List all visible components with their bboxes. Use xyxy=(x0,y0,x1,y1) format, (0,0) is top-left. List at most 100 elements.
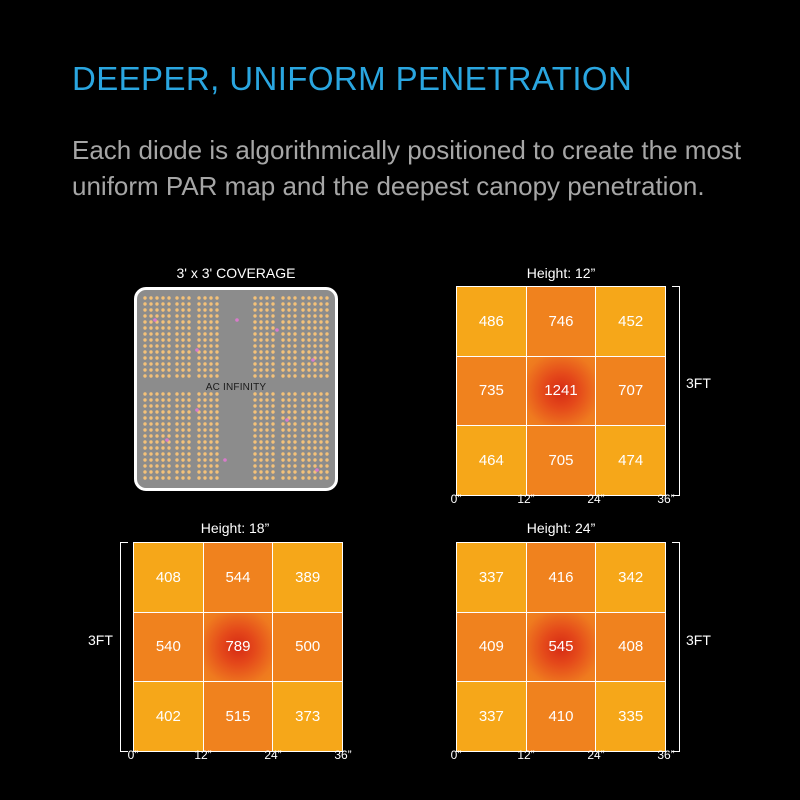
led-diode xyxy=(209,350,213,354)
led-diode xyxy=(325,344,329,348)
led-diode xyxy=(175,314,179,318)
led-diode xyxy=(143,356,147,360)
led-diode xyxy=(161,344,165,348)
led-diode xyxy=(259,476,263,480)
led-diode xyxy=(271,308,275,312)
led-diode xyxy=(259,308,263,312)
led-diode xyxy=(281,314,285,318)
par-cell-r1-c0: 409 xyxy=(457,612,526,682)
led-diode xyxy=(253,440,257,444)
led-diode xyxy=(271,470,275,474)
led-diode xyxy=(253,326,257,330)
uv-diode xyxy=(315,468,319,472)
led-diode xyxy=(293,356,297,360)
led-diode xyxy=(293,428,297,432)
led-diode xyxy=(161,356,165,360)
led-diode xyxy=(187,470,191,474)
led-diode xyxy=(293,416,297,420)
led-diode xyxy=(209,464,213,468)
led-diode xyxy=(175,410,179,414)
uv-diode xyxy=(311,358,315,362)
led-diode xyxy=(287,308,291,312)
led-diode xyxy=(175,350,179,354)
led-diode xyxy=(175,434,179,438)
led-diode xyxy=(203,398,207,402)
led-diode xyxy=(307,422,311,426)
led-diode xyxy=(197,428,201,432)
led-diode xyxy=(301,410,305,414)
led-diode xyxy=(181,362,185,366)
led-diode xyxy=(203,446,207,450)
led-diode xyxy=(187,446,191,450)
led-diode xyxy=(175,308,179,312)
led-diode xyxy=(181,374,185,378)
led-diode xyxy=(187,476,191,480)
led-diode xyxy=(167,476,171,480)
led-diode xyxy=(215,398,219,402)
led-diode xyxy=(301,392,305,396)
led-diode xyxy=(167,314,171,318)
led-diode xyxy=(307,464,311,468)
led-diode xyxy=(155,308,159,312)
height-bracket xyxy=(120,542,128,752)
led-diode xyxy=(271,446,275,450)
led-diode xyxy=(271,392,275,396)
led-diode xyxy=(265,434,269,438)
led-diode xyxy=(253,428,257,432)
led-diode xyxy=(259,314,263,318)
led-diode xyxy=(203,302,207,306)
led-diode xyxy=(281,428,285,432)
led-diode xyxy=(187,416,191,420)
led-diode xyxy=(181,308,185,312)
led-diode xyxy=(175,422,179,426)
led-diode xyxy=(307,314,311,318)
led-diode xyxy=(167,404,171,408)
led-diode xyxy=(149,296,153,300)
led-diode xyxy=(301,320,305,324)
led-diode xyxy=(259,458,263,462)
led-diode xyxy=(281,446,285,450)
led-diode xyxy=(265,374,269,378)
led-diode xyxy=(271,362,275,366)
led-diode xyxy=(203,404,207,408)
led-diode xyxy=(197,356,201,360)
led-diode xyxy=(149,350,153,354)
led-diode xyxy=(281,332,285,336)
led-diode xyxy=(161,374,165,378)
led-diode xyxy=(155,314,159,318)
side-label-3ft: 3FT xyxy=(686,632,711,648)
led-diode xyxy=(155,356,159,360)
led-diode xyxy=(215,452,219,456)
led-diode xyxy=(319,338,323,342)
led-diode xyxy=(301,374,305,378)
led-diode xyxy=(203,368,207,372)
led-diode xyxy=(143,368,147,372)
led-diode xyxy=(281,470,285,474)
x-axis-24: 0”12”24”36” xyxy=(451,748,675,764)
led-diode xyxy=(301,356,305,360)
led-diode xyxy=(161,440,165,444)
led-diode xyxy=(293,308,297,312)
led-diode xyxy=(167,326,171,330)
led-diode xyxy=(319,422,323,426)
led-diode xyxy=(175,392,179,396)
led-diode xyxy=(265,476,269,480)
led-diode xyxy=(181,452,185,456)
led-diode xyxy=(181,296,185,300)
x-tick-label: 0” xyxy=(450,748,462,762)
led-diode xyxy=(181,320,185,324)
led-diode xyxy=(265,404,269,408)
led-diode xyxy=(319,476,323,480)
led-diode xyxy=(307,452,311,456)
led-diode xyxy=(161,398,165,402)
led-diode xyxy=(281,398,285,402)
led-diode xyxy=(203,362,207,366)
led-diode xyxy=(143,440,147,444)
led-diode xyxy=(215,308,219,312)
led-diode xyxy=(287,404,291,408)
led-diode xyxy=(215,338,219,342)
led-diode xyxy=(271,320,275,324)
led-diode xyxy=(293,344,297,348)
led-diode xyxy=(203,374,207,378)
led-diode xyxy=(203,440,207,444)
